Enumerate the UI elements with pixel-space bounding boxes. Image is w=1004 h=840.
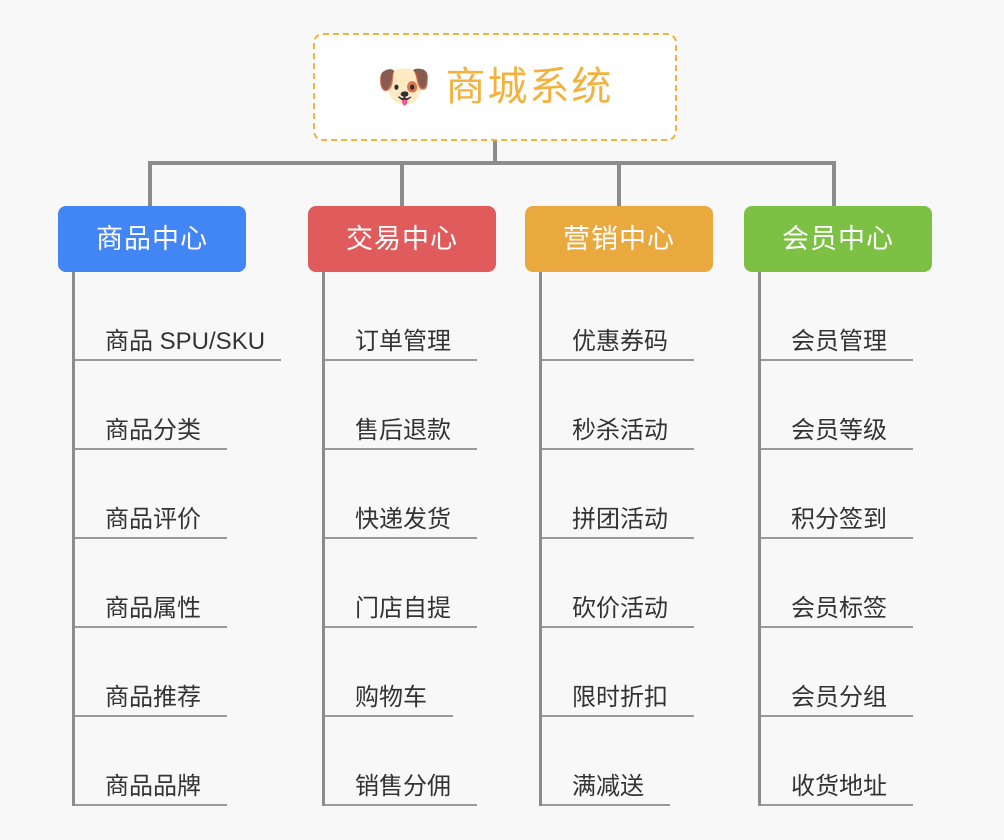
leaf-underline (325, 359, 477, 361)
leaf-underline (761, 359, 913, 361)
leaf-item-label: 限时折扣 (572, 683, 668, 711)
leaf-list-marketing-center: 优惠券码秒杀活动拼团活动砍价活动限时折扣满减送 (539, 272, 713, 806)
leaf-item[interactable]: 会员管理 (761, 272, 932, 361)
leaf-item[interactable]: 商品 SPU/SKU (75, 272, 281, 361)
leaf-underline (761, 804, 913, 806)
category-box-product-center[interactable]: 商品中心 (58, 206, 246, 272)
leaf-item[interactable]: 会员等级 (761, 361, 932, 450)
category-label: 交易中心 (346, 223, 458, 254)
leaf-item[interactable]: 订单管理 (325, 272, 496, 361)
leaf-item-label: 快递发货 (355, 505, 451, 533)
leaf-item-label: 会员分组 (791, 683, 887, 711)
leaf-item-label: 销售分佣 (355, 772, 451, 800)
leaf-item-label: 拼团活动 (572, 505, 668, 533)
leaf-underline (75, 359, 281, 361)
leaf-item-label: 会员标签 (791, 594, 887, 622)
leaf-item[interactable]: 购物车 (325, 628, 496, 717)
leaf-underline (761, 537, 913, 539)
leaf-item[interactable]: 优惠券码 (542, 272, 713, 361)
leaf-item[interactable]: 商品品牌 (75, 717, 246, 806)
leaf-item-label: 秒杀活动 (572, 416, 668, 444)
leaf-item-label: 商品属性 (105, 594, 201, 622)
leaf-item[interactable]: 商品分类 (75, 361, 246, 450)
branch-column-marketing-center: 营销中心优惠券码秒杀活动拼团活动砍价活动限时折扣满减送 (525, 206, 713, 806)
leaf-underline (542, 715, 694, 717)
leaf-underline (325, 537, 477, 539)
connector-drop-4 (832, 161, 836, 206)
leaf-item-label: 门店自提 (355, 594, 451, 622)
leaf-underline (761, 626, 913, 628)
leaf-item-label: 商品评价 (105, 505, 201, 533)
leaf-underline (542, 804, 670, 806)
category-label: 营销中心 (563, 223, 675, 254)
branch-column-product-center: 商品中心商品 SPU/SKU 商品分类商品评价商品属性商品推荐商品品牌 (58, 206, 281, 806)
leaf-underline (325, 715, 453, 717)
category-box-marketing-center[interactable]: 营销中心 (525, 206, 713, 272)
category-label: 商品中心 (96, 223, 208, 254)
leaf-item[interactable]: 商品属性 (75, 539, 246, 628)
leaf-item[interactable]: 快递发货 (325, 450, 496, 539)
leaf-item-label: 收货地址 (791, 772, 887, 800)
leaf-underline (75, 537, 227, 539)
connector-root-stem (493, 141, 497, 163)
connector-drop-2 (400, 161, 404, 206)
leaf-underline (761, 715, 913, 717)
leaf-underline (325, 448, 477, 450)
leaf-item[interactable]: 拼团活动 (542, 450, 713, 539)
leaf-item-label: 砍价活动 (572, 594, 668, 622)
leaf-item[interactable]: 限时折扣 (542, 628, 713, 717)
root-node-mall-system[interactable]: 🐶 商城系统 (313, 33, 677, 141)
leaf-item[interactable]: 售后退款 (325, 361, 496, 450)
leaf-item-label: 订单管理 (355, 327, 451, 355)
leaf-underline (542, 626, 694, 628)
leaf-underline (542, 537, 694, 539)
leaf-underline (75, 448, 227, 450)
leaf-list-trade-center: 订单管理售后退款快递发货门店自提购物车销售分佣 (322, 272, 496, 806)
category-box-trade-center[interactable]: 交易中心 (308, 206, 496, 272)
connector-drop-1 (148, 161, 152, 206)
leaf-underline (325, 626, 477, 628)
leaf-item[interactable]: 积分签到 (761, 450, 932, 539)
leaf-item[interactable]: 砍价活动 (542, 539, 713, 628)
leaf-item-label: 售后退款 (355, 416, 451, 444)
leaf-item[interactable]: 会员标签 (761, 539, 932, 628)
leaf-item[interactable]: 会员分组 (761, 628, 932, 717)
leaf-underline (761, 448, 913, 450)
category-box-member-center[interactable]: 会员中心 (744, 206, 932, 272)
leaf-item[interactable]: 秒杀活动 (542, 361, 713, 450)
shiba-dog-face-icon: 🐶 (376, 62, 432, 111)
leaf-item-label: 满减送 (572, 772, 644, 800)
leaf-list-member-center: 会员管理会员等级积分签到会员标签会员分组收货地址 (758, 272, 932, 806)
leaf-item[interactable]: 门店自提 (325, 539, 496, 628)
leaf-item-label: 优惠券码 (572, 327, 668, 355)
category-label: 会员中心 (782, 223, 894, 254)
leaf-underline (75, 626, 227, 628)
leaf-item[interactable]: 满减送 (542, 717, 713, 806)
leaf-item-label: 购物车 (355, 683, 427, 711)
leaf-item-label: 商品分类 (105, 416, 201, 444)
root-node-title: 商城系统 (445, 65, 614, 109)
leaf-item-label: 积分签到 (791, 505, 887, 533)
connector-drop-3 (617, 161, 621, 206)
leaf-item[interactable]: 销售分佣 (325, 717, 496, 806)
branch-column-member-center: 会员中心会员管理会员等级积分签到会员标签会员分组收货地址 (744, 206, 932, 806)
leaf-item-label: 商品 SPU/SKU (105, 327, 266, 355)
leaf-item[interactable]: 收货地址 (761, 717, 932, 806)
leaf-underline (75, 715, 227, 717)
connector-horizontal-bar (148, 161, 836, 165)
leaf-item-label: 商品品牌 (105, 772, 201, 800)
branch-column-trade-center: 交易中心订单管理售后退款快递发货门店自提购物车销售分佣 (308, 206, 496, 806)
leaf-underline (325, 804, 477, 806)
leaf-list-product-center: 商品 SPU/SKU 商品分类商品评价商品属性商品推荐商品品牌 (72, 272, 281, 806)
leaf-underline (75, 804, 227, 806)
leaf-item-label: 会员等级 (791, 416, 887, 444)
leaf-item[interactable]: 商品评价 (75, 450, 246, 539)
leaf-item-label: 商品推荐 (105, 683, 201, 711)
leaf-item-label: 会员管理 (791, 327, 887, 355)
leaf-underline (542, 359, 694, 361)
leaf-underline (542, 448, 694, 450)
leaf-item[interactable]: 商品推荐 (75, 628, 246, 717)
